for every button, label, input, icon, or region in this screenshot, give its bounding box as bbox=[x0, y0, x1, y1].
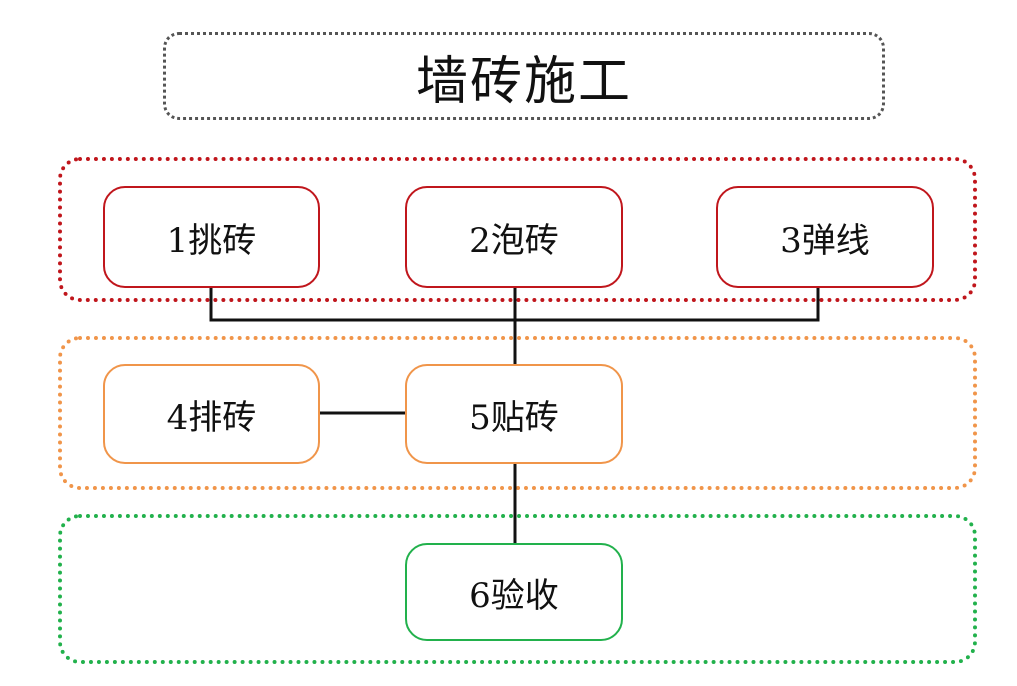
step-node-3: 3弹线 bbox=[716, 186, 934, 288]
step-label-1: 1挑砖 bbox=[166, 220, 257, 261]
step-label-4: 4排砖 bbox=[166, 397, 257, 438]
step-label-5: 5贴砖 bbox=[469, 397, 559, 438]
step-label-6: 6验收 bbox=[469, 575, 559, 616]
step-node-5: 5贴砖 bbox=[405, 364, 623, 464]
stage-1-group bbox=[58, 157, 977, 302]
step-node-6: 6验收 bbox=[405, 543, 623, 641]
title-frame: 墙砖施工 bbox=[163, 32, 885, 120]
stage-2-group bbox=[58, 336, 977, 490]
step-node-2: 2泡砖 bbox=[405, 186, 623, 288]
step-node-4: 4排砖 bbox=[103, 364, 320, 464]
step-label-2: 2泡砖 bbox=[469, 220, 559, 261]
step-label-3: 3弹线 bbox=[780, 220, 870, 261]
step-node-1: 1挑砖 bbox=[103, 186, 320, 288]
diagram-title: 墙砖施工 bbox=[415, 51, 632, 112]
stage-3-group bbox=[58, 514, 977, 664]
